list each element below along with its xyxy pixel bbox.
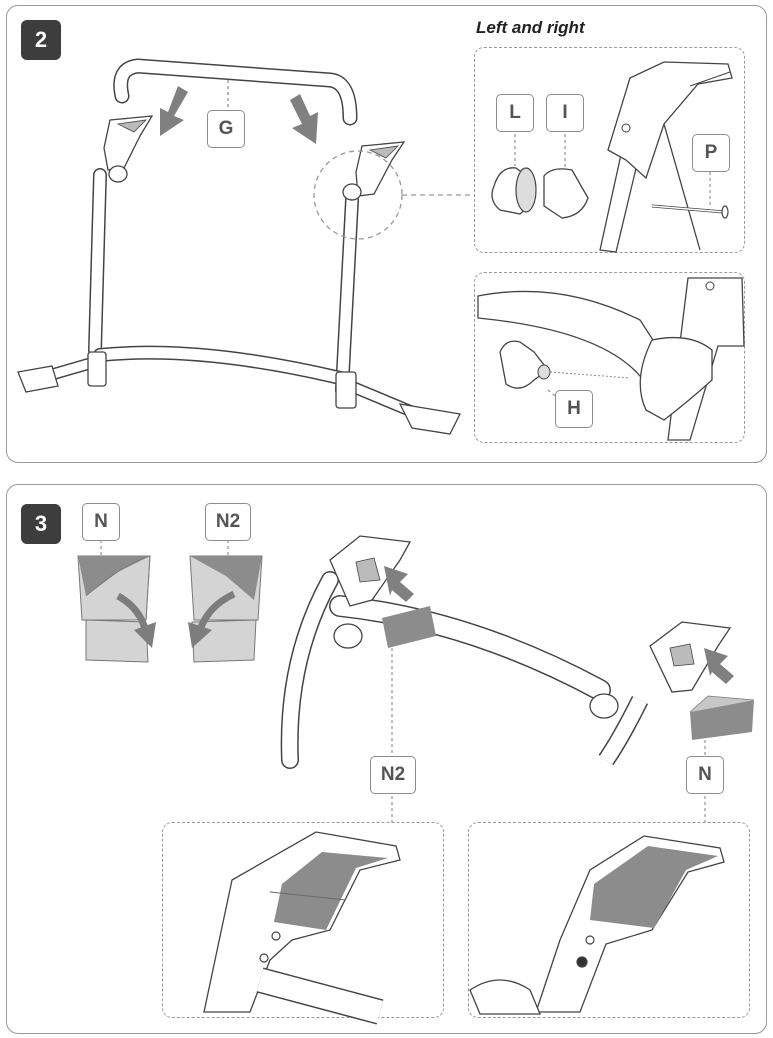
part-label-n-top: N <box>82 503 120 541</box>
part-label-i: I <box>546 94 584 132</box>
detail-box-knob-assembly <box>474 47 745 253</box>
closeup-n-drawing <box>469 835 725 1015</box>
detail-box-n-close-up <box>468 822 750 1018</box>
insert-arrow-left <box>384 566 414 602</box>
down-arrow-right <box>290 94 318 144</box>
closeup-n2-drawing <box>203 831 401 1025</box>
part-label-n-mid: N <box>686 756 724 794</box>
pad-n2-drawing <box>188 540 263 663</box>
step-3-badge: 3 <box>21 504 61 544</box>
fold-arrow-n2 <box>196 590 236 632</box>
detail-knob-h-drawing <box>477 277 745 441</box>
step-2-badge: 2 <box>21 20 61 60</box>
detail-box-n2-close-up <box>162 822 444 1018</box>
left-upright-frame <box>88 115 154 357</box>
part-label-p: P <box>692 134 730 172</box>
part-label-l: L <box>496 94 534 132</box>
pad-n-placed <box>690 700 754 740</box>
down-arrow-left <box>160 86 188 136</box>
insert-arrow-right <box>704 648 734 684</box>
left-and-right-caption: Left and right <box>476 18 585 37</box>
part-label-n2-top: N2 <box>205 503 251 541</box>
part-label-g: G <box>207 110 245 148</box>
pad-n-drawing <box>77 540 156 663</box>
part-label-h: H <box>555 390 593 428</box>
part-label-n2-mid: N2 <box>370 756 416 794</box>
pad-n2-placed <box>382 606 436 648</box>
detail-knob-assembly-drawing <box>491 61 733 253</box>
frame-with-pads-drawing <box>280 535 755 822</box>
right-upright-frame <box>335 141 406 397</box>
detail-box-knob-h <box>474 272 745 443</box>
